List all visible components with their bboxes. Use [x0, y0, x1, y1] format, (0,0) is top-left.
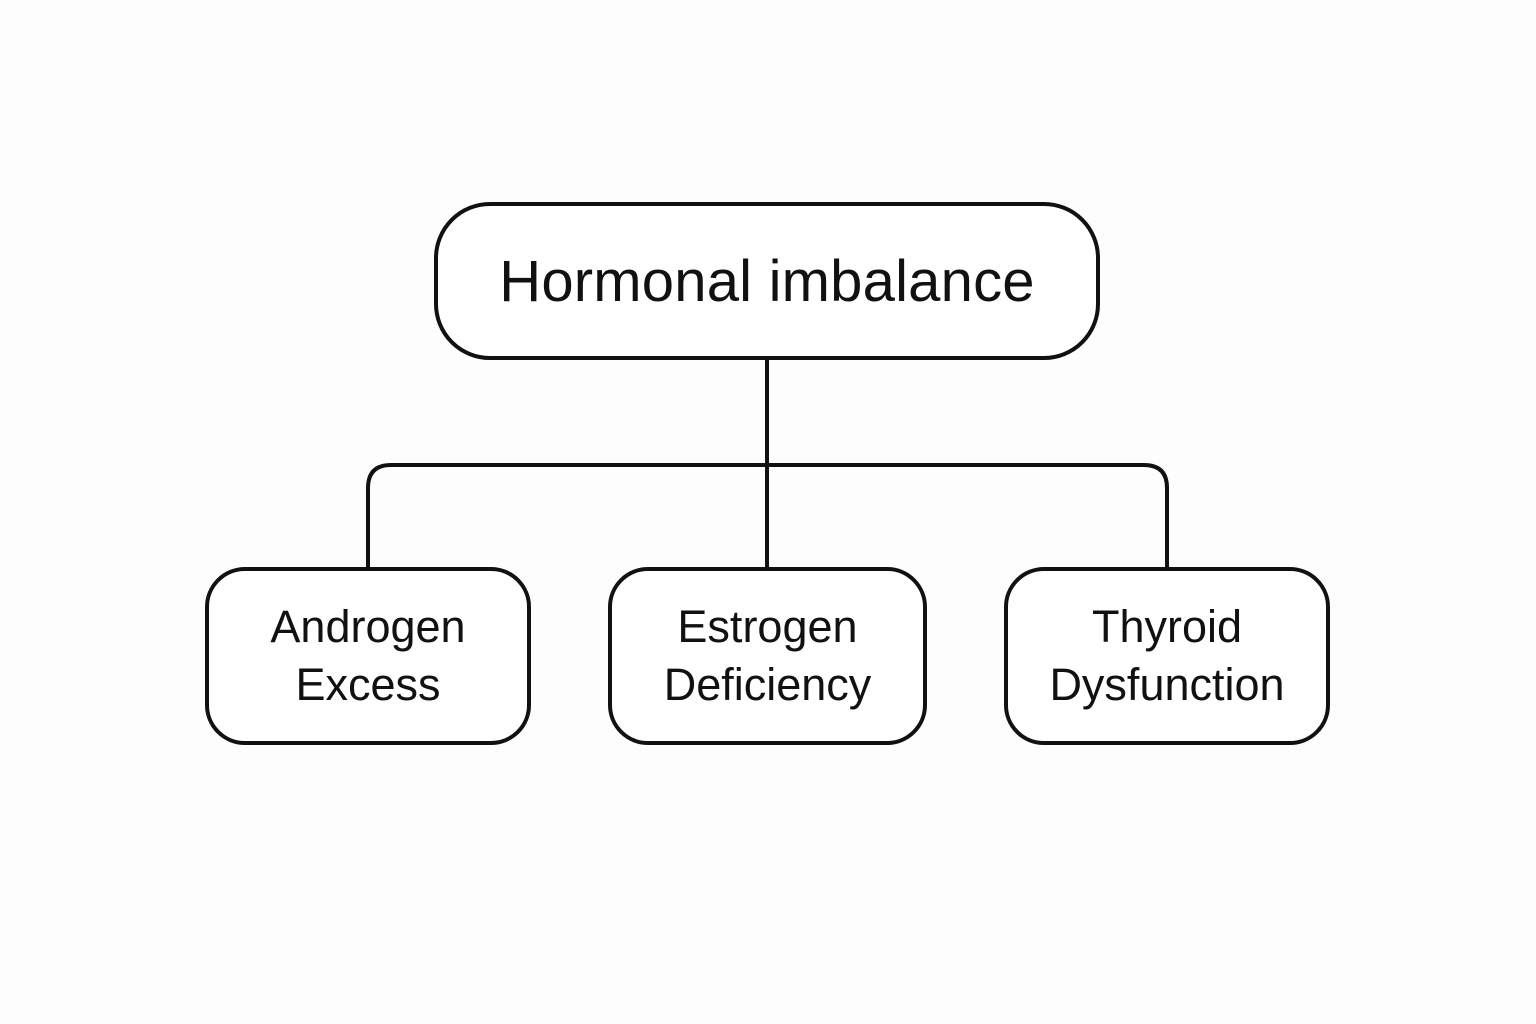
child-node-label-line1: Androgen: [270, 601, 466, 652]
child-node-label-line1: Thyroid: [1091, 601, 1243, 652]
child-node-label: Estrogen Deficiency: [664, 598, 872, 714]
child-node-label: Androgen Excess: [270, 598, 465, 714]
child-node-thyroid-dysfunction: Thyroid Dysfunction: [1004, 567, 1330, 745]
root-node-hormonal-imbalance: Hormonal imbalance: [434, 202, 1100, 360]
root-node-label: Hormonal imbalance: [499, 248, 1035, 314]
child-node-label: Thyroid Dysfunction: [1049, 598, 1284, 714]
child-node-estrogen-deficiency: Estrogen Deficiency: [608, 567, 927, 745]
child-node-label-line2: Dysfunction: [1049, 659, 1285, 710]
child-node-label-line1: Estrogen: [677, 601, 858, 652]
child-node-label-line2: Deficiency: [663, 659, 872, 710]
child-node-label-line2: Excess: [295, 659, 441, 710]
child-node-androgen-excess: Androgen Excess: [205, 567, 531, 745]
branch-connector: [366, 463, 1169, 567]
